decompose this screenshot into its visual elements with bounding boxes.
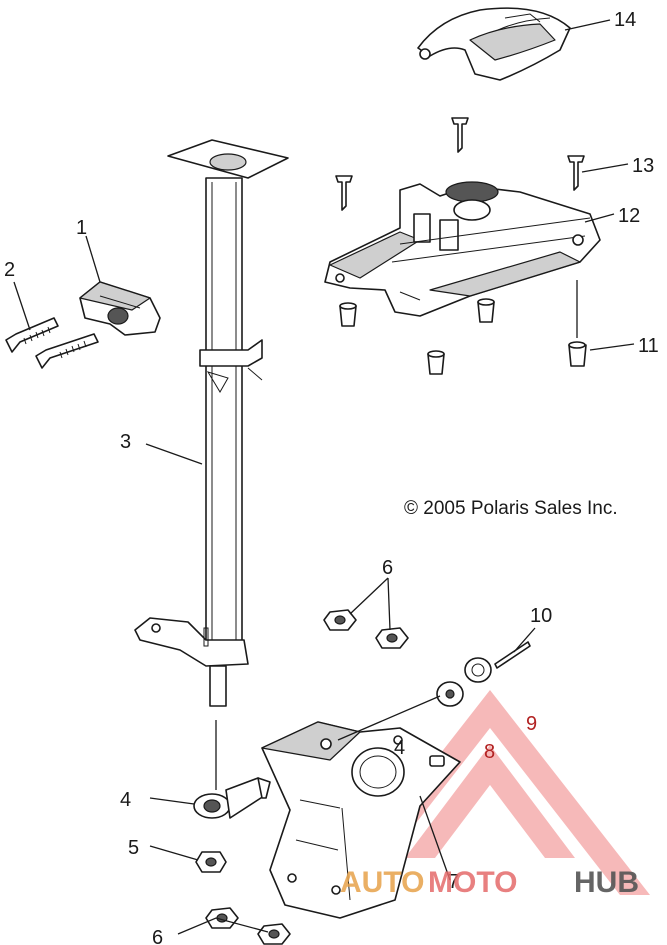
part-6-nuts-upper (323, 609, 409, 649)
part-2-bolts (5, 317, 99, 369)
watermark-triangle-inner-icon (405, 745, 575, 858)
part-11-inserts (339, 280, 587, 375)
part-13-pins (335, 117, 585, 211)
part-10-cotter-pin (494, 641, 531, 669)
part-1-clamp (79, 281, 161, 336)
watermark-text: AUTO MOTO HUB (340, 866, 639, 899)
copyright-notice: © 2005 Polaris Sales Inc. (404, 498, 618, 519)
callout-6b: 6 (152, 927, 163, 945)
part-6-nuts-lower (205, 907, 291, 945)
part-5-nut (195, 851, 227, 873)
callout-4a: 4 (120, 789, 131, 811)
callout-6a: 6 (382, 557, 393, 579)
callout-9: 9 (526, 713, 537, 735)
callout-3: 3 (120, 431, 131, 453)
part-4-rod-end (193, 720, 271, 819)
callout-8: 8 (484, 741, 495, 763)
part-3-steering-post (134, 139, 289, 707)
callout-12: 12 (618, 205, 640, 227)
callout-7: 7 (448, 871, 459, 893)
callout-5: 5 (128, 837, 139, 859)
watermark-moto: MOTO (428, 866, 517, 899)
part-7-lower-bracket (261, 721, 461, 919)
part-8-washer (436, 681, 464, 707)
callout-13: 13 (632, 155, 654, 177)
part-14-cover (417, 7, 571, 81)
part-12-steering-bracket (324, 181, 601, 317)
callout-labels: 1 2 3 4 4 5 6 6 7 8 9 10 11 12 13 14 (4, 9, 659, 945)
callout-1: 1 (76, 217, 87, 239)
part-9-washer (464, 657, 492, 683)
watermark-auto: AUTO (340, 866, 424, 899)
watermark-hub: HUB (574, 866, 639, 899)
callout-2: 2 (4, 259, 15, 281)
leader-lines (13, 19, 635, 935)
callout-4b: 4 (394, 737, 405, 759)
callout-11: 11 (638, 335, 659, 357)
callout-10: 10 (530, 605, 552, 627)
callout-14: 14 (614, 9, 636, 31)
